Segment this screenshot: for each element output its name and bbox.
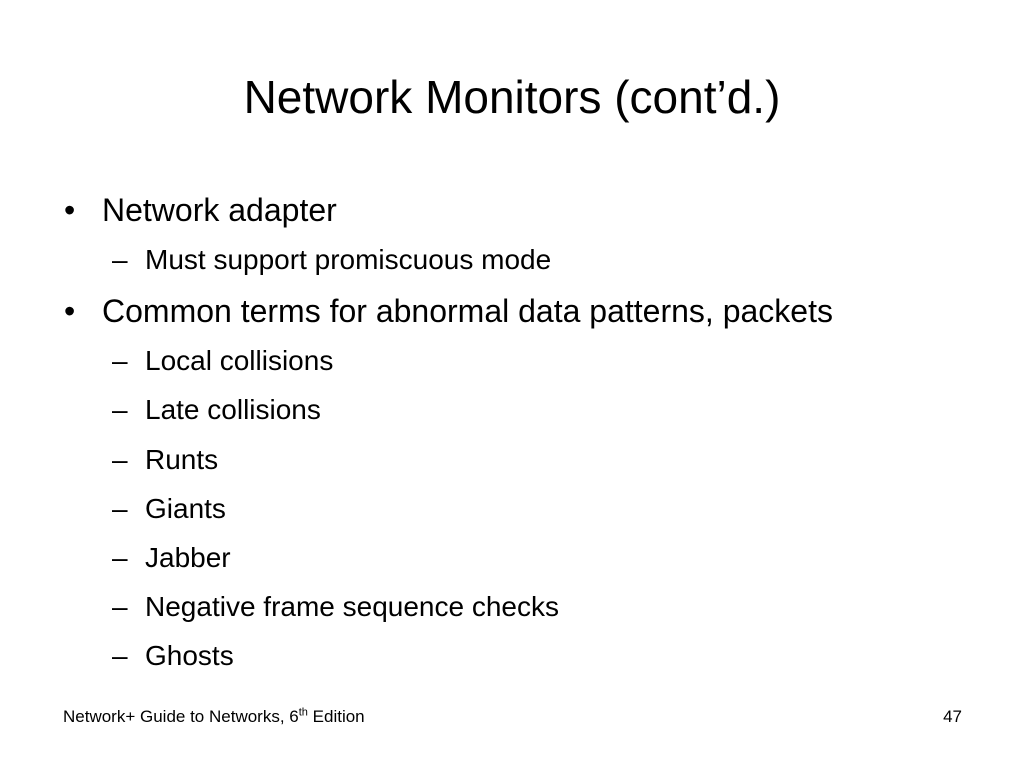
sub-bullet-marker: – <box>112 345 128 376</box>
footer-book-prefix: Network+ Guide to Networks, 6 <box>63 707 299 726</box>
sub-bullet-marker: – <box>112 444 128 475</box>
bullet-marker: • <box>64 192 76 228</box>
sub-bullet-marker: – <box>112 493 128 524</box>
sub-bullet-text: Runts <box>145 444 219 475</box>
slide-title: Network Monitors (cont’d.) <box>243 71 781 123</box>
footer-book-suffix: Edition <box>307 707 365 726</box>
sub-bullet-text: Must support promiscuous mode <box>145 244 552 275</box>
footer-book-superscript: th <box>298 706 308 719</box>
sub-bullet-text: Late collisions <box>145 394 321 425</box>
slide-page-number: 47 <box>943 707 962 726</box>
sub-bullet-text: Local collisions <box>145 345 334 376</box>
bullet-marker: • <box>64 293 76 329</box>
sub-bullet-marker: – <box>112 542 128 573</box>
sub-bullet-marker: – <box>112 640 128 671</box>
sub-bullet-text: Giants <box>145 493 226 524</box>
sub-bullet-text: Negative frame sequence checks <box>145 591 559 622</box>
bullet-text: Network adapter <box>102 192 337 228</box>
bullet-text: Common terms for abnormal data patterns,… <box>102 293 833 329</box>
sub-bullet-marker: – <box>112 244 128 275</box>
sub-bullet-marker: – <box>112 591 128 622</box>
sub-bullet-text: Jabber <box>145 542 231 573</box>
sub-bullet-text: Ghosts <box>145 640 234 671</box>
sub-bullet-marker: – <box>112 394 128 425</box>
footer-book-title: Network+ Guide to Networks, 6th Edition <box>63 706 365 728</box>
